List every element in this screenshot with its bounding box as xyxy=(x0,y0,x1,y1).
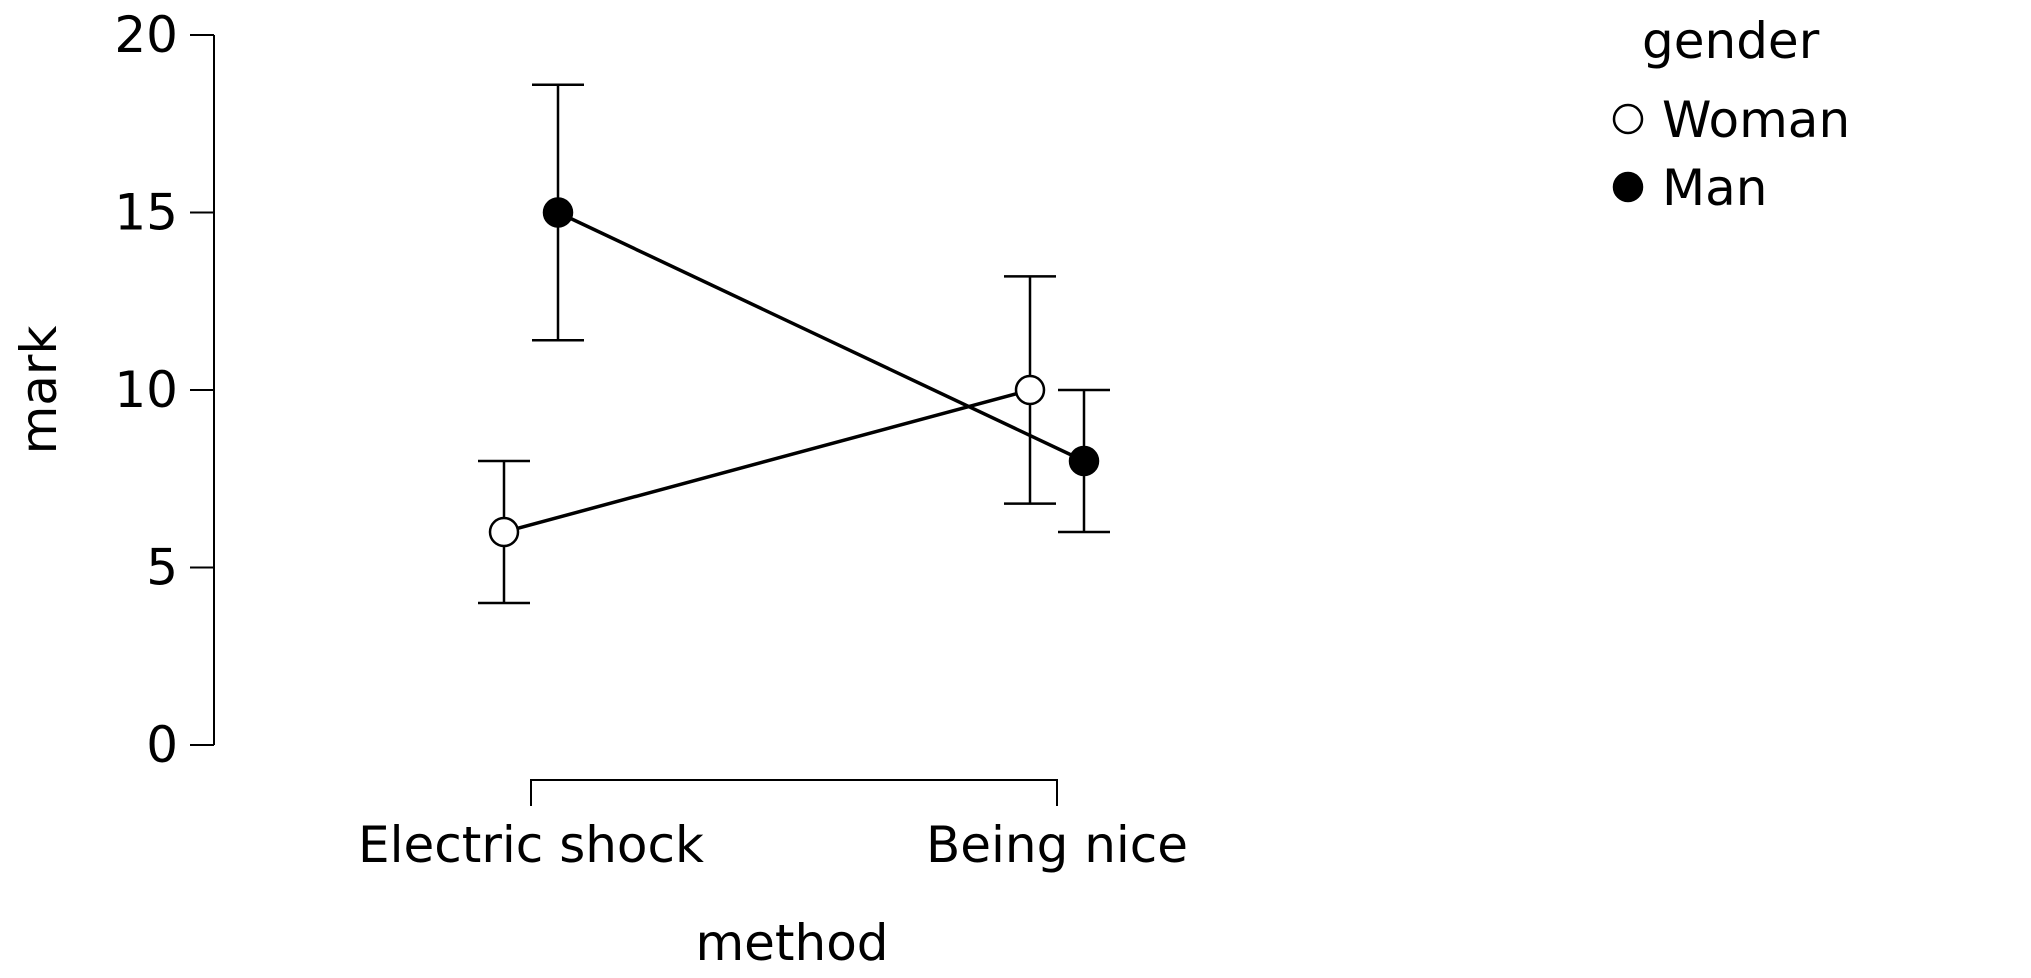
legend-marker xyxy=(1612,103,1644,135)
y-ticks: 0 5 10 15 20 xyxy=(114,6,214,774)
axes: 0 5 10 15 20 Electric shock Being nice method… xyxy=(10,6,1188,972)
x-tick-label: Being nice xyxy=(926,816,1188,874)
y-tick-label: 20 xyxy=(114,6,178,64)
legend-label: Woman xyxy=(1662,91,1850,149)
x-tick-label: Electric shock xyxy=(358,816,704,874)
series xyxy=(478,83,1110,605)
data-point xyxy=(488,516,520,548)
y-tick-label: 0 xyxy=(146,716,178,774)
x-axis-bracket xyxy=(530,779,1058,806)
data-point xyxy=(1068,445,1100,477)
y-tick-label: 5 xyxy=(146,539,178,597)
legend-marker xyxy=(1612,171,1644,203)
series-line xyxy=(557,210,1085,463)
data-point xyxy=(542,197,574,228)
series-line xyxy=(503,388,1031,534)
legend-label: Man xyxy=(1662,159,1767,217)
legend-title: gender xyxy=(1642,12,1820,70)
x-axis-title: method xyxy=(695,914,888,972)
y-axis-title: mark xyxy=(10,326,68,455)
y-tick-label: 10 xyxy=(114,361,178,419)
series-woman xyxy=(478,275,1056,605)
data-point xyxy=(1014,374,1046,406)
x-tick-labels: Electric shock Being nice xyxy=(358,816,1188,874)
y-tick-label: 15 xyxy=(114,184,178,242)
series-man xyxy=(532,83,1110,534)
